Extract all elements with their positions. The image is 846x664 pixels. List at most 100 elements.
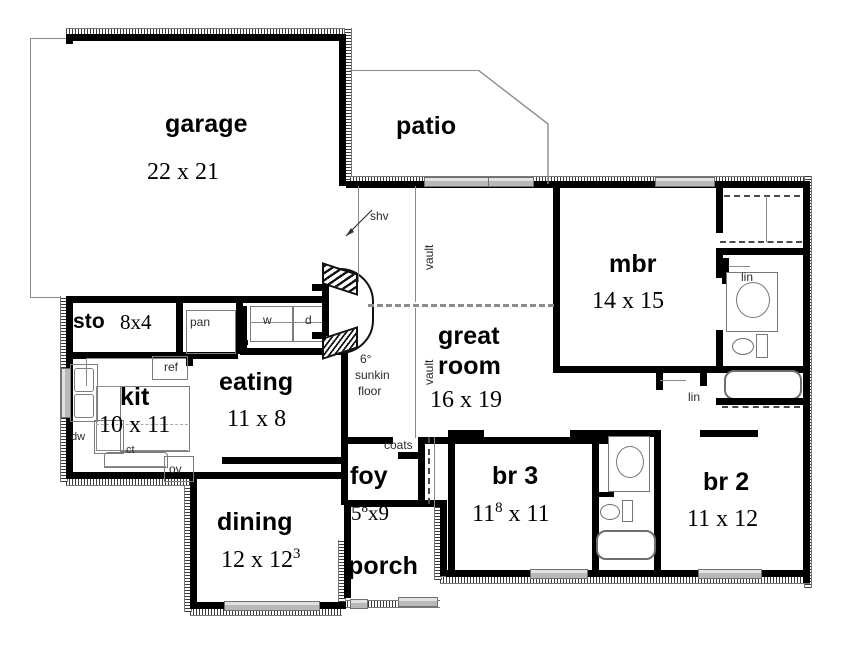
wall-mbr-closet-left — [716, 181, 723, 233]
hallbath-shower-drain — [616, 446, 644, 478]
kitchen-island-counter — [120, 386, 190, 452]
room-label-kit: kit — [120, 383, 150, 411]
room-dim-eating: 11 x 8 — [227, 406, 287, 432]
room-dim-foy-sup: 8 — [361, 500, 369, 515]
mbath-lower-rod — [722, 406, 800, 408]
room-dim-kit: 10 x 11 — [99, 412, 171, 438]
mbr-closet-divider — [766, 196, 767, 242]
wall-foyer-left — [341, 437, 348, 505]
wall-mbath-left-lower — [716, 330, 723, 370]
wall-eating-bottom — [222, 457, 346, 464]
washer-unit — [250, 306, 294, 342]
annotation-shv: shv — [370, 209, 389, 223]
wall-laundry-left — [240, 306, 247, 350]
annotation-vault-upper: vault — [422, 244, 436, 270]
room-dim-great-room: 16 x 19 — [430, 387, 502, 413]
kitchen-counter-top-left — [86, 358, 87, 386]
kitchen-sink-bowl-1 — [74, 368, 94, 392]
patio-outline-top — [350, 70, 478, 71]
coats-closet-line — [434, 437, 435, 507]
vault-guide-lower — [415, 308, 416, 438]
room-label-garage: garage — [165, 110, 248, 138]
patio-outline-diagonal — [477, 69, 549, 184]
wall-kitchen-front — [66, 472, 194, 479]
room-label-great-room-line2: room — [438, 352, 501, 380]
mbath-shower-drain — [736, 282, 770, 318]
window-br2-front — [698, 569, 762, 579]
wall-foyer-right — [418, 455, 425, 507]
wall-mbr-closet-bottom — [716, 248, 804, 255]
wall-great-room-right — [553, 181, 560, 366]
room-dim-br3-b: x 11 — [502, 501, 550, 527]
wall-dining-top — [186, 472, 348, 479]
vault-guide-upper — [415, 186, 416, 302]
kitchen-sink-bowl-2 — [74, 394, 94, 418]
porch-step-right — [398, 597, 438, 607]
fireplace-face — [322, 284, 329, 336]
wall-pan-bottom — [186, 352, 238, 359]
kitchen-oven — [164, 456, 194, 482]
room-dim-dining: 12 x 123 — [221, 546, 300, 574]
laundry-center-line — [250, 322, 334, 323]
fireplace-left-hearth-top — [312, 284, 326, 291]
room-dim-foy: 58x9 — [351, 500, 389, 526]
room-dim-mbr: 14 x 15 — [592, 288, 664, 314]
lin-shelf-hall — [660, 380, 686, 381]
kitchen-counter-left — [96, 386, 97, 450]
wall-kit-right-top — [186, 356, 193, 366]
wall-hallbath-divider — [592, 492, 614, 497]
wall-hallbath-top — [570, 430, 660, 437]
wall-br3-top — [448, 430, 484, 437]
wall-br2-closet-left — [700, 366, 707, 386]
room-dim-dining-sup: 3 — [293, 546, 301, 562]
patio-outline-corner — [350, 70, 351, 71]
hallbath-toilet-bowl — [600, 504, 620, 520]
kitchen-dishwasher — [94, 420, 124, 454]
annotation-pan: pan — [190, 315, 211, 329]
garage-left-outline — [30, 38, 31, 298]
room-dim-br3-sup: 8 — [495, 500, 503, 516]
room-label-porch: porch — [348, 552, 418, 580]
kitchen-counter-top — [86, 358, 186, 359]
wall-hallbath-right — [654, 430, 661, 572]
room-label-great-room-line1: great — [438, 322, 500, 350]
room-label-foy: foy — [350, 462, 388, 490]
kitchen-counter-dashed — [96, 424, 188, 426]
wall-sto-right — [176, 296, 183, 354]
annotation-vault-lower: vault — [422, 359, 436, 385]
wall-coats-bottom — [398, 452, 424, 459]
room-label-dining: dining — [217, 508, 293, 536]
wall-laundry-top — [240, 296, 348, 303]
wall-laundry-bottom — [240, 348, 344, 355]
kitchen-cooktop-edge — [104, 466, 166, 467]
kitchen-refrigerator — [152, 356, 188, 380]
wall-great-room-left-lower — [341, 364, 348, 442]
window-mbr-rear — [655, 177, 715, 187]
wall-pan-right-upper — [236, 296, 243, 308]
wall-porch-left — [344, 500, 351, 598]
room-label-br2: br 2 — [703, 468, 750, 496]
wall-porch-top — [344, 500, 446, 507]
mbr-closet-rod-top — [724, 195, 800, 197]
wall-mbath-tub-bottom — [716, 398, 804, 405]
wall-foyer-bottom — [396, 500, 422, 507]
exterior-hatch-porch-front — [344, 600, 440, 608]
annotation-lin-hall: lin — [688, 390, 701, 404]
fireplace-left-hearth-bottom — [312, 332, 326, 339]
window-br3-front — [530, 569, 588, 579]
wall-great-room-bottom — [420, 437, 650, 444]
annotation-ref: ref — [164, 360, 179, 374]
window-dining-front — [224, 601, 320, 611]
hallbath-toilet-tank — [622, 500, 633, 522]
wall-porch-right — [440, 500, 447, 576]
wall-lin-mbath — [722, 258, 729, 284]
wall-pan-right — [236, 308, 243, 354]
wall-mbath-bottom — [716, 366, 804, 373]
wall-pan-top — [180, 296, 240, 303]
room-dim-br3: 118 x 11 — [472, 500, 550, 528]
wall-garage-topleft-return — [66, 34, 73, 44]
annotation-floor: floor — [358, 384, 382, 398]
garage-bottomleft-outline — [30, 297, 74, 298]
room-label-eating: eating — [219, 368, 294, 396]
wall-mbr-bottom — [553, 366, 719, 373]
